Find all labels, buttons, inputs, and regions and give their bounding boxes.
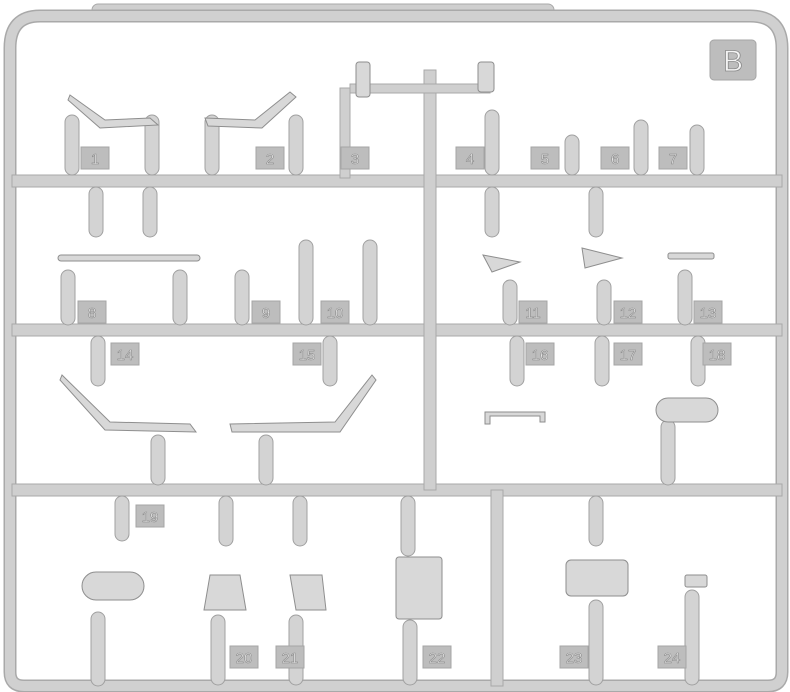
gate-stub <box>588 599 604 686</box>
part-number-tag: 10 <box>320 300 350 324</box>
part-number: 10 <box>327 305 344 322</box>
gate-stub <box>258 434 274 486</box>
part-number: 11 <box>525 305 541 322</box>
part-number-tag: 15 <box>292 342 322 366</box>
part-number-tag: 12 <box>613 300 643 324</box>
part-number-tag: 19 <box>135 504 165 528</box>
gate-stub <box>660 419 676 486</box>
gate-stub <box>502 279 518 326</box>
part-number-tag: 23 <box>559 645 589 669</box>
part-number-tag: 9 <box>251 300 281 324</box>
gate-stub <box>60 269 76 326</box>
gate-stub <box>322 335 338 387</box>
part-number-tag: 7 <box>658 146 688 170</box>
gate-stub <box>596 279 612 326</box>
part-number-tag: 14 <box>110 342 140 366</box>
gate-stub <box>210 614 226 686</box>
gate-stub <box>218 495 234 547</box>
part-number-tag: 20 <box>229 645 259 669</box>
part-number-tag: 5 <box>530 146 560 170</box>
gate-stub <box>484 186 500 238</box>
gate-stub <box>677 269 693 326</box>
part-number: 1 <box>91 151 99 168</box>
gate-stub <box>288 114 304 176</box>
gate-stub <box>633 119 649 176</box>
part-number: 23 <box>566 650 583 667</box>
part-number-tag: 18 <box>702 342 732 366</box>
part-number: 9 <box>262 305 270 322</box>
gate-stub <box>234 269 250 326</box>
part-number: 21 <box>282 650 299 667</box>
gate-stub <box>172 269 188 326</box>
gate-stub <box>484 109 500 176</box>
part-number: 15 <box>299 347 316 364</box>
part-number-tag: 3 <box>340 146 370 170</box>
part-number: 24 <box>664 650 681 667</box>
part-number: 16 <box>532 347 549 364</box>
part-number: 17 <box>620 347 637 364</box>
gate-stub <box>142 186 158 238</box>
part-number-tag: 24 <box>657 645 687 669</box>
part-number-tag: 13 <box>693 300 723 324</box>
part-number: 14 <box>117 347 134 364</box>
part-number: 19 <box>142 509 159 526</box>
gate-stub <box>588 186 604 238</box>
sprue-letter: B <box>723 45 743 78</box>
gate-stub <box>114 495 130 542</box>
part-number: 8 <box>88 305 96 322</box>
part-number: 6 <box>611 151 619 168</box>
part-gates <box>60 109 706 687</box>
part-number: 4 <box>466 151 474 168</box>
gate-stub <box>298 239 314 326</box>
part-number-tag: 8 <box>77 300 107 324</box>
gate-stub <box>144 114 160 176</box>
gate-stub <box>150 434 166 486</box>
part-number: 20 <box>236 650 253 667</box>
part-number-tag: 21 <box>275 645 305 669</box>
part-number-tag: 6 <box>600 146 630 170</box>
part-number-tag: 4 <box>455 146 485 170</box>
gate-stub <box>588 495 604 547</box>
part-number-tag: 22 <box>422 645 452 669</box>
gate-stub <box>564 134 580 176</box>
sprue-runners <box>3 3 789 692</box>
part-number: 3 <box>351 151 359 168</box>
gate-stub <box>64 114 80 176</box>
gate-stub <box>88 186 104 238</box>
gate-stub <box>90 335 106 387</box>
part-number: 12 <box>620 305 637 322</box>
gate-stub <box>90 611 106 687</box>
part-number: 18 <box>709 347 726 364</box>
part-number-tag: 16 <box>525 342 555 366</box>
part-number: 7 <box>669 151 677 168</box>
gate-stub <box>362 239 378 326</box>
part-number: 5 <box>541 151 549 168</box>
gate-stub <box>689 124 705 176</box>
part-number-tag: 17 <box>613 342 643 366</box>
gate-stub <box>684 589 700 686</box>
gate-stub <box>292 495 308 547</box>
gate-stub <box>400 495 416 557</box>
gate-stub <box>509 335 525 387</box>
part-number-tag: 1 <box>80 146 110 170</box>
part-number: 22 <box>429 650 446 667</box>
gate-stub <box>204 114 220 176</box>
parts <box>57 61 719 620</box>
part-number-tag: 2 <box>255 146 285 170</box>
sprue-letter-tag: B <box>709 39 757 81</box>
gate-stub <box>402 619 418 686</box>
gate-stub <box>594 335 610 387</box>
part-number: 2 <box>266 151 274 168</box>
part-number: 13 <box>700 305 717 322</box>
part-number-tag: 11 <box>518 300 548 324</box>
